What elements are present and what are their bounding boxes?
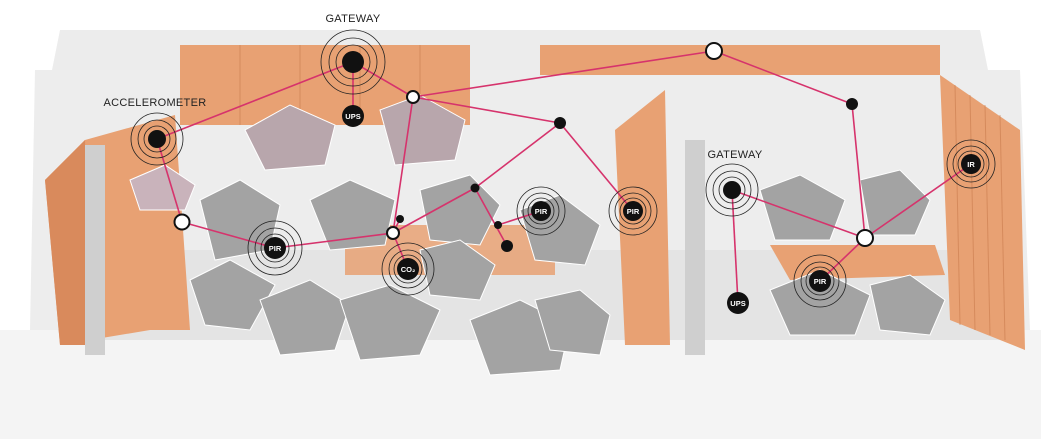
router-node (554, 117, 566, 129)
left-wall-shade (45, 140, 90, 345)
accelerometer-node (130, 112, 184, 166)
pir-left-text: PIR (269, 244, 282, 253)
ups-right-text: UPS (730, 299, 745, 308)
pir-left-node: PIR (247, 220, 303, 276)
router-node (470, 183, 480, 193)
pir-mid-node: PIR (608, 186, 658, 236)
gateway-left-node (320, 29, 386, 95)
relay-node (856, 229, 874, 247)
pir-right-node: PIR (793, 254, 847, 308)
ups-right-node: UPS (727, 292, 749, 314)
gateway-right-node (705, 163, 759, 217)
pir-center-node: PIR (516, 186, 566, 236)
rubble (129, 94, 946, 376)
pillars (85, 140, 705, 355)
co2-node: CO₂ (381, 242, 435, 296)
relay-node (386, 226, 400, 240)
ir-node: IR (946, 139, 996, 189)
back-cabinets-right (540, 45, 940, 75)
router-node (846, 98, 858, 110)
relay-node (173, 213, 191, 231)
relay-nodes (173, 42, 874, 247)
middle-wall-panel (615, 90, 670, 345)
pir-right-text: PIR (814, 277, 827, 286)
accelerometer-label: ACCELEROMETER (104, 97, 207, 109)
ups-left-node: UPS (342, 105, 364, 127)
relay-node (705, 42, 723, 60)
router-node (396, 215, 404, 223)
gateway-left-label: GATEWAY (325, 13, 380, 25)
co2-text: CO₂ (401, 265, 416, 274)
pir-mid-text: PIR (627, 207, 640, 216)
ir-text: IR (967, 160, 975, 169)
router-node (494, 221, 502, 229)
relay-node (406, 90, 420, 104)
router-node (501, 240, 513, 252)
ups-left-text: UPS (345, 112, 360, 121)
router-nodes (396, 98, 858, 252)
right-table (770, 245, 945, 280)
pir-center-text: PIR (535, 207, 548, 216)
gateway-right-label: GATEWAY (707, 149, 762, 161)
